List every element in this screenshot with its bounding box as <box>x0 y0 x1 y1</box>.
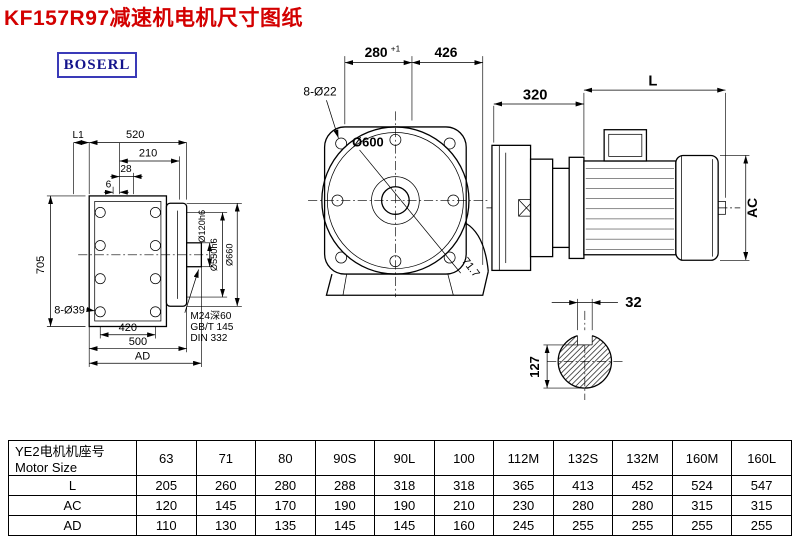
dim-value-cell: 315 <box>731 495 792 516</box>
dim-210-label: 210 <box>139 147 157 159</box>
dim-value-cell: 170 <box>255 495 316 516</box>
dim-280-tolerance: +1 <box>391 45 401 54</box>
dim-value-cell: 452 <box>612 475 673 496</box>
dim-l-label: L <box>648 74 657 90</box>
dim-value-cell: 365 <box>493 475 554 496</box>
bolt-circle-label: Ø600 <box>352 134 383 149</box>
dim-value-cell: 413 <box>552 475 614 496</box>
technical-drawing: L1 520 210 28 6 705 8-Ø39 420 500 AD Ø12… <box>35 45 760 401</box>
dim-705-label: 705 <box>35 256 47 274</box>
dim-520-label: 520 <box>126 129 144 141</box>
size-col-header: 100 <box>433 440 495 476</box>
shaft-dia-label: Ø120h6 <box>197 210 207 243</box>
holes-8d39-label: 8-Ø39 <box>54 305 85 317</box>
spigot-dia-label: Ø550h6 <box>209 238 219 271</box>
size-col-header: 63 <box>136 440 197 476</box>
size-col-header: 90L <box>374 440 435 476</box>
dim-value-cell: 190 <box>314 495 376 516</box>
dim-value-cell: 145 <box>374 515 435 536</box>
motor-size-header-cn: YE2电机机座号 <box>15 444 105 459</box>
dim-value-cell: 110 <box>136 515 197 536</box>
size-col-header: 112M <box>493 440 554 476</box>
dim-value-cell: 288 <box>314 475 376 496</box>
note-gb: GB/T 145 <box>190 322 233 333</box>
dim-value-cell: 205 <box>136 475 197 496</box>
dim-value-cell: 190 <box>374 495 435 516</box>
dim-value-cell: 160 <box>433 515 495 536</box>
brand-logo: BOSERL <box>57 52 137 78</box>
dim-value-cell: 280 <box>255 475 316 496</box>
dim-6-label: 6 <box>106 180 112 191</box>
dim-value-cell: 280 <box>552 495 614 516</box>
dim-value-cell: 210 <box>433 495 495 516</box>
dim-value-cell: 260 <box>195 475 257 496</box>
dim-280-label: 280 <box>365 45 388 60</box>
shaft-section-view: 32 127 <box>527 295 642 401</box>
row-label: AD <box>8 515 137 536</box>
motor-size-header: YE2电机机座号 Motor Size <box>8 440 137 476</box>
motor-side-view: 320 L AC <box>486 74 760 272</box>
dim-320-label: 320 <box>523 87 548 103</box>
size-col-header: 132S <box>552 440 614 476</box>
dim-value-cell: 255 <box>612 515 673 536</box>
diagonal-dim-label: 71.7 <box>459 255 482 279</box>
size-col-header: 80 <box>255 440 316 476</box>
dim-value-cell: 135 <box>255 515 316 536</box>
size-col-header: 132M <box>612 440 673 476</box>
row-label: AC <box>8 495 137 516</box>
dim-127-label: 127 <box>527 356 542 377</box>
front-view: 280 +1 426 8-Ø22 Ø600 71.7 <box>303 45 489 298</box>
dim-value-cell: 145 <box>314 515 376 536</box>
note-tap: M24深60 <box>190 310 231 322</box>
dim-28-label: 28 <box>120 164 132 175</box>
dim-value-cell: 318 <box>433 475 495 496</box>
flange-dia-label: Ø660 <box>225 244 235 266</box>
dim-value-cell: 255 <box>552 515 614 536</box>
size-col-header: 160M <box>671 440 733 476</box>
dim-value-cell: 145 <box>195 495 257 516</box>
dim-value-cell: 230 <box>493 495 554 516</box>
dim-value-cell: 318 <box>374 475 435 496</box>
motor-size-header-en: Motor Size <box>15 460 78 475</box>
dim-500-label: 500 <box>129 336 147 348</box>
left-side-view: L1 520 210 28 6 705 8-Ø39 420 500 AD Ø12… <box>35 129 242 367</box>
size-col-header: 90S <box>314 440 376 476</box>
dim-value-cell: 120 <box>136 495 197 516</box>
dim-420-label: 420 <box>119 322 137 334</box>
dim-426-label: 426 <box>434 45 457 60</box>
holes-8d22-label: 8-Ø22 <box>303 85 337 99</box>
page-title: KF157R97减速机电机尺寸图纸 <box>4 7 304 30</box>
size-col-header: 160L <box>731 440 792 476</box>
dim-32-label: 32 <box>625 295 641 311</box>
dim-value-cell: 130 <box>195 515 257 536</box>
dim-value-cell: 280 <box>612 495 673 516</box>
note-din: DIN 332 <box>190 333 227 344</box>
dim-value-cell: 255 <box>671 515 733 536</box>
size-col-header: 71 <box>195 440 257 476</box>
dim-value-cell: 547 <box>731 475 792 496</box>
dim-value-cell: 524 <box>671 475 733 496</box>
row-label: L <box>8 475 137 496</box>
dim-l1-label: L1 <box>73 130 85 141</box>
dim-value-cell: 255 <box>731 515 792 536</box>
dim-value-cell: 315 <box>671 495 733 516</box>
dim-value-cell: 245 <box>493 515 554 536</box>
dim-ad-label: AD <box>135 351 150 363</box>
dim-ac-label: AC <box>745 198 760 218</box>
